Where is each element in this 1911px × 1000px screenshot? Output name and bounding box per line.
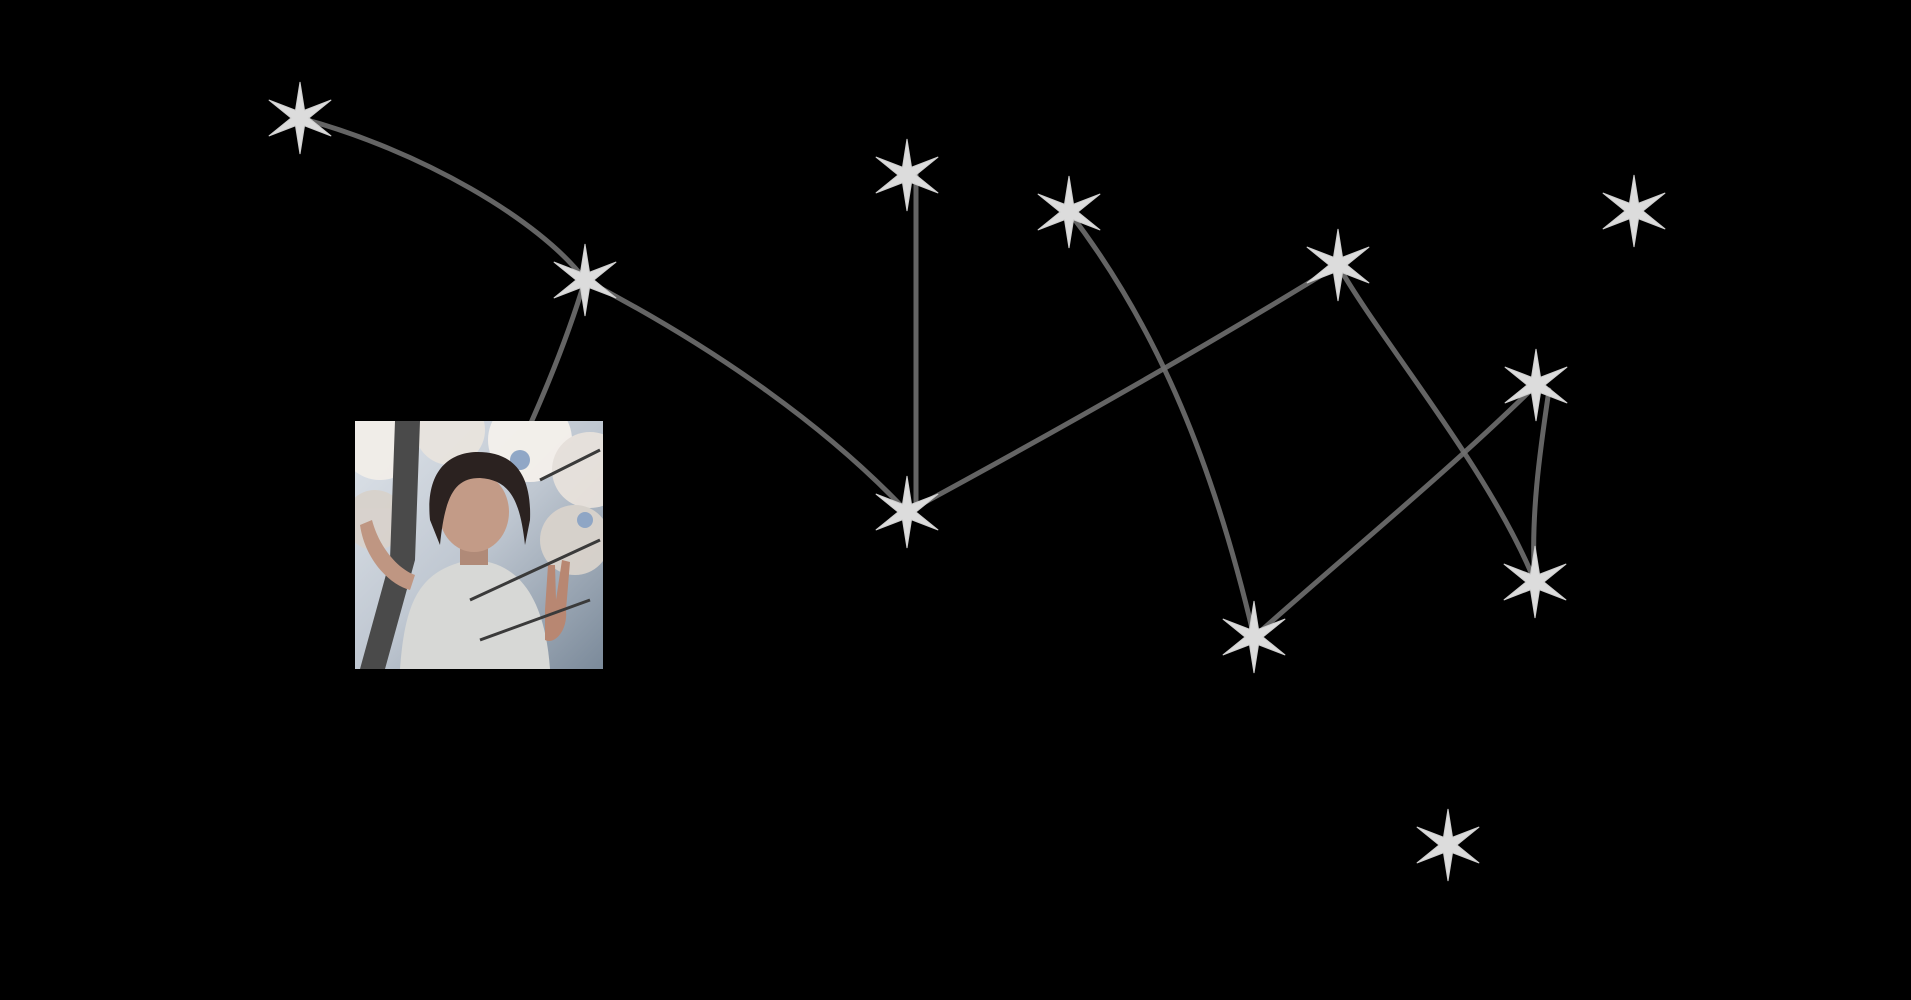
dark-branches [469,448,601,642]
six-point-star-icon[interactable] [1222,600,1286,674]
constellation-line [582,277,910,515]
peace-sign-hand [545,560,570,641]
six-point-star-icon[interactable] [1416,808,1480,882]
star-shape [553,243,617,317]
person-shirt [400,560,550,669]
six-point-star-icon[interactable] [1306,228,1370,302]
star-shape [1222,600,1286,674]
six-point-star-icon[interactable] [875,475,939,549]
constellation-line [297,115,588,283]
person-arm [360,520,415,590]
star-shape [875,138,939,212]
person-face [439,472,509,552]
star-shape [875,475,939,549]
tree-trunk [360,421,420,669]
constellation-line [1066,209,1257,640]
star-shape [268,81,332,155]
star-shape [1602,174,1666,248]
six-point-star-icon[interactable] [1602,174,1666,248]
portrait-photo[interactable] [340,395,628,669]
person-hair [429,452,531,545]
star-shape [1306,228,1370,302]
star-shape [1037,175,1101,249]
star-shape [1416,808,1480,882]
six-point-star-icon[interactable] [1503,545,1567,619]
six-point-star-icon[interactable] [875,138,939,212]
six-point-star-icon[interactable] [268,81,332,155]
stars [268,81,1666,882]
six-point-star-icon[interactable] [553,243,617,317]
constellation-line [527,277,588,428]
constellation-line [1251,382,1539,640]
six-point-star-icon[interactable] [1037,175,1101,249]
constellation-line [1335,262,1538,585]
star-shape [1503,545,1567,619]
star-shape [1504,348,1568,422]
constellation-line [904,262,1341,515]
six-point-star-icon[interactable] [1504,348,1568,422]
constellation-lines [297,115,1552,640]
